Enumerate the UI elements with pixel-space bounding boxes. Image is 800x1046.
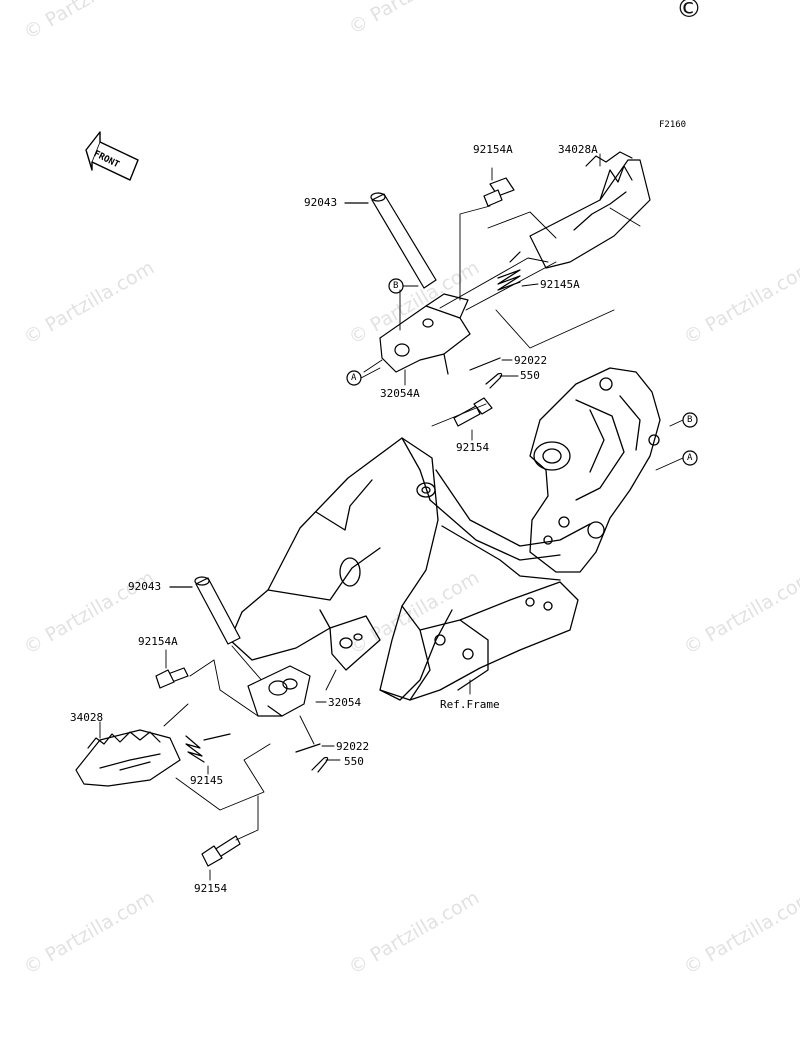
cotter-pin-upper	[469, 357, 503, 389]
bracket-32054A	[379, 293, 471, 375]
part-label-92043-upper: 92043	[304, 196, 338, 209]
bolt-92154-lower	[201, 835, 241, 881]
ref-marker-b-upper: B	[393, 281, 399, 291]
ref-marker-a-upper: A	[351, 373, 357, 383]
part-label-92145A: 92145A	[540, 278, 580, 291]
part-label-92154A-lower: 92154A	[138, 635, 178, 648]
spring-92145A	[497, 251, 521, 291]
pin-92043-lower	[194, 576, 271, 691]
part-label-92154-lower: 92154	[194, 882, 228, 895]
ref-frame-label: Ref.Frame	[440, 698, 500, 711]
figure-code: F2160	[659, 120, 687, 130]
lower-guide-lines	[163, 659, 337, 841]
part-label-32054A: 32054A	[380, 387, 420, 400]
frame-outline	[229, 437, 591, 701]
footpeg-34028	[75, 721, 181, 787]
pin-92043-upper	[370, 192, 437, 289]
part-label-550-upper: 550	[520, 369, 540, 382]
upper-guide-lines	[431, 205, 641, 427]
part-label-550-lower: 550	[344, 755, 364, 768]
copyright-mark: ©	[676, 0, 702, 24]
bolt-92154-upper	[453, 397, 493, 441]
bolt-92154A-lower	[155, 649, 189, 689]
frame-bracket-upper-right	[529, 367, 661, 573]
part-label-92022-lower: 92022	[336, 740, 370, 753]
part-label-92145: 92145	[190, 774, 224, 787]
part-label-92154A-upper: 92154A	[473, 143, 513, 156]
part-label-92154-upper: 92154	[456, 441, 490, 454]
part-label-34028A: 34028A	[558, 143, 598, 156]
footpeg-34028A	[529, 151, 651, 269]
part-label-92022-upper: 92022	[514, 354, 548, 367]
front-arrow-icon	[85, 131, 139, 181]
cotter-pin-lower	[295, 743, 329, 773]
ref-marker-a-right-icon	[655, 450, 698, 471]
ref-marker-b-right: B	[687, 415, 693, 425]
part-label-92043-lower: 92043	[128, 580, 162, 593]
ref-marker-b-upper-icon	[388, 278, 419, 294]
ref-marker-b-right-icon	[669, 412, 698, 428]
part-label-32054: 32054	[328, 696, 362, 709]
bracket-32054	[247, 665, 311, 717]
ref-marker-a-right: A	[687, 453, 693, 463]
part-label-34028: 34028	[70, 711, 104, 724]
ref-marker-a-upper-icon	[346, 367, 381, 386]
bolt-92154A-upper	[483, 167, 515, 207]
spring-92145	[185, 733, 231, 775]
